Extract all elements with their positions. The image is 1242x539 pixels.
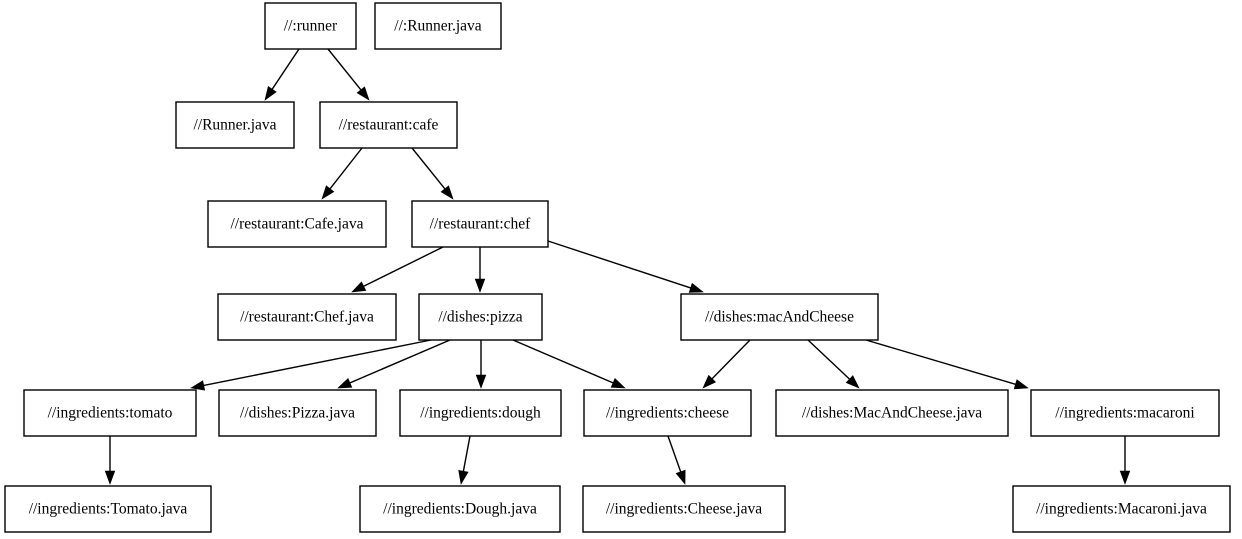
edges-layer xyxy=(104,48,1131,485)
edge-dishes_pizza-to-dishes_pizza_java xyxy=(337,339,451,389)
node-label-ing_cheese_java: //ingredients:Cheese.java xyxy=(606,501,762,518)
node-ing_cheese_java[interactable]: //ingredients:Cheese.java xyxy=(582,485,786,533)
node-restaurant_cafe[interactable]: //restaurant:cafe xyxy=(319,101,458,149)
node-label-ing_cheese: //ingredients:cheese xyxy=(606,405,729,422)
node-box-restaurant_cafe[interactable] xyxy=(319,101,458,149)
node-box-dishes_macandcheese[interactable] xyxy=(680,293,879,341)
node-runner[interactable]: //:runner xyxy=(264,2,357,50)
edge-restaurant_cafe-to-restaurant_cafe_java xyxy=(321,147,363,200)
node-box-ing_cheese_java[interactable] xyxy=(582,485,786,533)
node-ing_cheese[interactable]: //ingredients:cheese xyxy=(583,389,752,437)
node-box-restaurant_chef[interactable] xyxy=(411,200,549,248)
node-label-dishes_pizza: //dishes:pizza xyxy=(438,309,522,326)
edge-dishes_pizza-to-ing_tomato xyxy=(190,339,432,391)
node-dishes_pizza[interactable]: //dishes:pizza xyxy=(418,293,543,341)
node-restaurant_chef_java[interactable]: //restaurant:Chef.java xyxy=(217,293,397,341)
node-dishes_macandcheese[interactable]: //dishes:macAndCheese xyxy=(680,293,879,341)
node-label-restaurant_cafe: //restaurant:cafe xyxy=(339,117,439,134)
node-box-dishes_pizza_java[interactable] xyxy=(218,389,377,437)
node-box-ing_macaroni[interactable] xyxy=(1030,389,1220,437)
edge-restaurant_chef-to-dishes_pizza xyxy=(474,247,486,293)
node-box-ing_dough_java[interactable] xyxy=(359,485,561,533)
node-label-ing_tomato_java: //ingredients:Tomato.java xyxy=(29,501,188,518)
node-box-restaurant_chef_java[interactable] xyxy=(217,293,397,341)
node-label-ing_macaroni_java: //ingredients:Macaroni.java xyxy=(1036,501,1207,518)
node-label-restaurant_chef_java: //restaurant:Chef.java xyxy=(240,309,374,326)
node-ing_dough_java[interactable]: //ingredients:Dough.java xyxy=(359,485,561,533)
node-ing_dough[interactable]: //ingredients:dough xyxy=(399,389,562,437)
node-dishes_pizza_java[interactable]: //dishes:Pizza.java xyxy=(218,389,377,437)
edge-dishes_pizza-to-ing_cheese xyxy=(512,339,626,389)
edge-restaurant_chef-to-restaurant_chef_java xyxy=(351,246,444,293)
edge-dishes_pizza-to-ing_dough xyxy=(475,340,487,389)
node-box-ing_macaroni_java[interactable] xyxy=(1012,485,1231,533)
edge-runner-to-runner_java xyxy=(264,48,300,101)
nodes-layer: //:runner //:Runner.java //Runner.java //re… xyxy=(4,2,1231,533)
node-ing_tomato_java[interactable]: //ingredients:Tomato.java xyxy=(4,485,212,533)
node-label-restaurant_chef: //restaurant:chef xyxy=(430,216,532,233)
edge-dishes_macandcheese-to-dishes_mac_java xyxy=(807,339,860,389)
node-label-restaurant_cafe_java: //restaurant:Cafe.java xyxy=(231,216,364,233)
node-label-dishes_mac_java: //dishes:MacAndCheese.java xyxy=(802,405,982,422)
node-box-ing_tomato_java[interactable] xyxy=(4,485,212,533)
node-ing_macaroni[interactable]: //ingredients:macaroni xyxy=(1030,389,1220,437)
node-box-runner[interactable] xyxy=(264,2,357,50)
node-label-runner: //:runner xyxy=(284,18,338,35)
node-restaurant_chef[interactable]: //restaurant:chef xyxy=(411,200,549,248)
node-box-ing_cheese[interactable] xyxy=(583,389,752,437)
edge-dishes_macandcheese-to-ing_macaroni xyxy=(865,339,1029,390)
node-label-root_runner_java: //:Runner.java xyxy=(394,18,482,35)
node-box-runner_java[interactable] xyxy=(175,101,295,149)
node-root_runner_java[interactable]: //:Runner.java xyxy=(374,2,502,50)
node-label-ing_dough: //ingredients:dough xyxy=(420,405,541,422)
node-label-ing_dough_java: //ingredients:Dough.java xyxy=(383,501,537,518)
node-runner_java[interactable]: //Runner.java xyxy=(175,101,295,149)
node-box-root_runner_java[interactable] xyxy=(374,2,502,50)
node-dishes_mac_java[interactable]: //dishes:MacAndCheese.java xyxy=(775,389,1009,437)
node-label-runner_java: //Runner.java xyxy=(193,117,276,134)
node-label-ing_macaroni: //ingredients:macaroni xyxy=(1055,405,1195,422)
edge-ing_dough-to-ing_dough_java xyxy=(458,435,471,485)
edge-ing_cheese-to-ing_cheese_java xyxy=(667,435,686,485)
node-box-dishes_pizza[interactable] xyxy=(418,293,543,341)
node-label-ing_tomato: //ingredients:tomato xyxy=(48,405,173,422)
node-box-ing_dough[interactable] xyxy=(399,389,562,437)
node-label-dishes_macandcheese: //dishes:macAndCheese xyxy=(705,309,854,326)
node-box-restaurant_cafe_java[interactable] xyxy=(207,200,387,248)
edge-ing_macaroni-to-ing_macaroni_java xyxy=(1119,436,1131,485)
node-label-dishes_pizza_java: //dishes:Pizza.java xyxy=(240,405,355,422)
edge-ing_tomato-to-ing_tomato_java xyxy=(104,436,116,485)
node-box-dishes_mac_java[interactable] xyxy=(775,389,1009,437)
edge-restaurant_chef-to-dishes_macandcheese xyxy=(547,240,704,293)
edge-restaurant_cafe-to-restaurant_chef xyxy=(411,147,454,200)
node-ing_macaroni_java[interactable]: //ingredients:Macaroni.java xyxy=(1012,485,1231,533)
edge-runner-to-restaurant_cafe xyxy=(327,48,370,101)
edge-dishes_macandcheese-to-ing_cheese xyxy=(702,339,751,389)
node-restaurant_cafe_java[interactable]: //restaurant:Cafe.java xyxy=(207,200,387,248)
node-ing_tomato[interactable]: //ingredients:tomato xyxy=(23,389,197,437)
node-box-ing_tomato[interactable] xyxy=(23,389,197,437)
